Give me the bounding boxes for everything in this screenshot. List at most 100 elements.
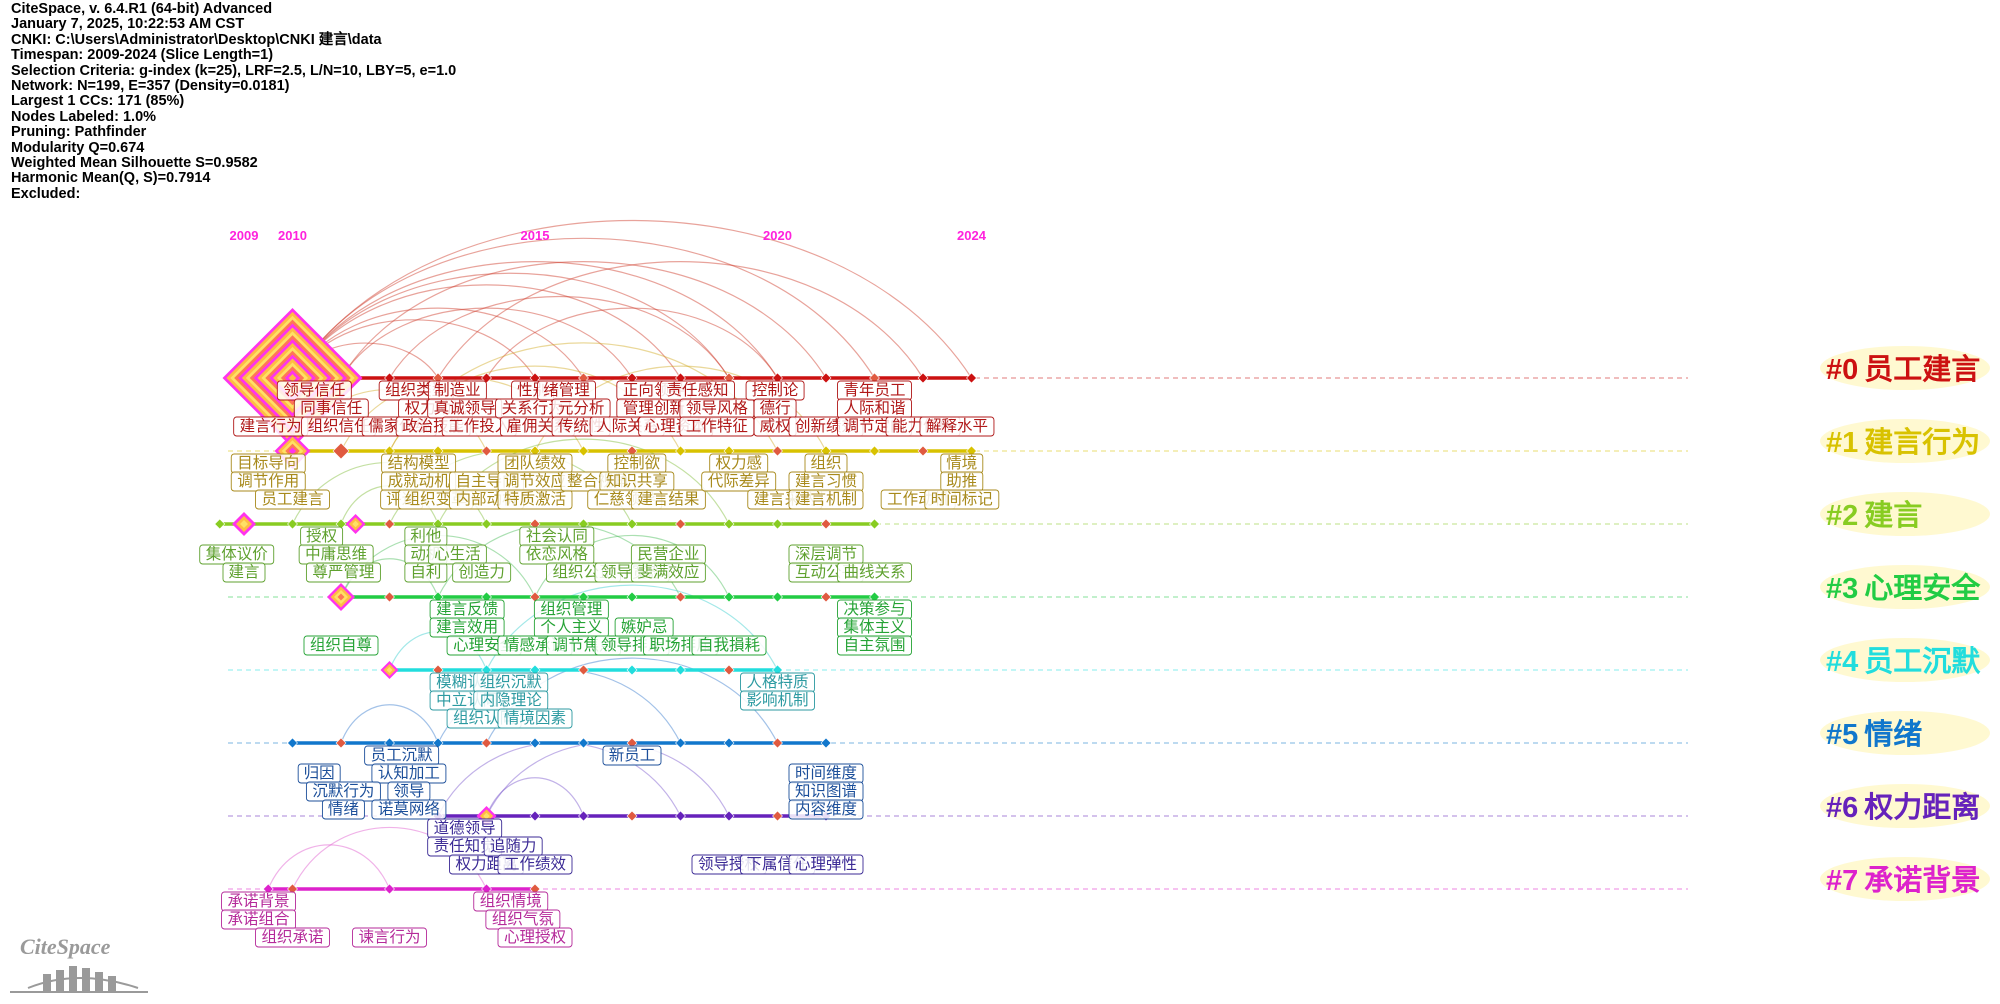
keyword-label[interactable]: 自我損耗	[698, 636, 760, 654]
keyword-label[interactable]: 依恋风格	[526, 544, 589, 563]
keyword-label[interactable]: 同事信任	[300, 399, 362, 417]
keyword-label[interactable]: 权力感	[715, 454, 762, 472]
keyword-label[interactable]: 威权	[760, 417, 791, 435]
keyword-label[interactable]: 民营企业	[637, 545, 699, 563]
keyword-label[interactable]: 情境因素	[504, 708, 566, 727]
keyword-node[interactable]	[578, 445, 589, 457]
keyword-node[interactable]	[529, 737, 541, 749]
keyword-node[interactable]	[966, 372, 977, 384]
keyword-node[interactable]	[675, 737, 686, 749]
keyword-node[interactable]	[626, 591, 638, 603]
keyword-node[interactable]	[578, 737, 589, 749]
keyword-label[interactable]: 组织气氛	[492, 910, 554, 928]
keyword-label[interactable]: 特质激活	[504, 490, 566, 508]
keyword-label[interactable]: 自主氛围	[843, 636, 905, 654]
keyword-label[interactable]: 组织情境	[480, 891, 542, 910]
keyword-node[interactable]	[578, 664, 589, 676]
keyword-node[interactable]	[384, 518, 395, 530]
keyword-label[interactable]: 情绪	[328, 800, 359, 818]
keyword-label[interactable]: 建言机制	[795, 490, 857, 508]
keyword-node[interactable]	[578, 810, 589, 822]
keyword-node[interactable]	[723, 664, 735, 676]
keyword-label[interactable]: 利他	[410, 527, 441, 545]
keyword-node[interactable]	[335, 737, 347, 749]
keyword-label[interactable]: 谏言行为	[358, 928, 420, 946]
keyword-label[interactable]: 关系行为	[502, 399, 564, 417]
keyword-node[interactable]	[723, 810, 735, 822]
keyword-node[interactable]	[820, 591, 832, 603]
keyword-label[interactable]: 德行	[760, 399, 791, 417]
keyword-label[interactable]: 人格特质	[746, 673, 808, 691]
keyword-label[interactable]: 员工建言	[261, 490, 323, 508]
keyword-label[interactable]: 承诺组合	[228, 910, 291, 928]
keyword-label[interactable]: 沉默行为	[312, 782, 374, 800]
keyword-label[interactable]: 内容维度	[795, 800, 857, 818]
keyword-label[interactable]: 内隐理论	[480, 691, 543, 709]
keyword-label[interactable]: 集体议价	[206, 545, 269, 563]
keyword-label[interactable]: 助推	[946, 472, 977, 490]
keyword-label[interactable]: 组织承诺	[261, 928, 323, 946]
keyword-node[interactable]	[287, 518, 298, 530]
keyword-label[interactable]: 时间维度	[795, 764, 857, 782]
keyword-node[interactable]	[529, 810, 541, 822]
keyword-node[interactable]	[626, 664, 638, 676]
keyword-label[interactable]: 深层调节	[795, 545, 857, 563]
keyword-label[interactable]: 认知加工	[378, 764, 440, 782]
keyword-node[interactable]	[820, 737, 832, 749]
keyword-label[interactable]: 组织沉默	[480, 673, 543, 691]
keyword-node[interactable]	[675, 445, 686, 457]
keyword-node[interactable]	[384, 883, 395, 895]
keyword-label[interactable]: 组织自尊	[310, 636, 372, 654]
keyword-label[interactable]: 中庸思维	[305, 544, 367, 563]
keyword-label[interactable]: 组织管理	[540, 600, 602, 618]
keyword-node[interactable]	[481, 445, 492, 457]
keyword-label[interactable]: 知识共享	[606, 472, 668, 490]
keyword-label[interactable]: 解释水平	[926, 417, 988, 435]
keyword-label[interactable]: 集体主义	[843, 618, 905, 636]
keyword-node[interactable]	[723, 518, 735, 530]
keyword-label[interactable]: 调节效应	[504, 471, 566, 490]
keyword-node[interactable]	[675, 518, 686, 530]
keyword-label[interactable]: 尊严管理	[312, 563, 374, 581]
keyword-label[interactable]: 道德领导	[434, 819, 496, 837]
keyword-label[interactable]: 建言反馈	[436, 600, 498, 618]
keyword-label[interactable]: 员工沉默	[371, 746, 434, 764]
keyword-label[interactable]: 结构模型	[388, 454, 450, 472]
keyword-label[interactable]: 工作投入	[448, 417, 510, 435]
keyword-label[interactable]: 真诚领导	[434, 399, 496, 417]
keyword-label[interactable]: 制造业	[434, 381, 481, 399]
keyword-label[interactable]: 建言结果	[637, 490, 699, 508]
keyword-node[interactable]	[481, 737, 492, 749]
keyword-node[interactable]	[917, 372, 929, 384]
keyword-node[interactable]	[820, 518, 832, 530]
keyword-label[interactable]: 新员工	[609, 746, 656, 764]
keyword-label[interactable]: 调节作用	[237, 472, 299, 490]
keyword-label[interactable]: 建言行为	[240, 417, 302, 435]
keyword-label[interactable]: 自利	[410, 563, 441, 581]
keyword-label[interactable]: 时间标记	[931, 490, 993, 508]
keyword-node[interactable]	[869, 518, 880, 530]
keyword-node[interactable]	[481, 518, 492, 530]
keyword-label[interactable]: 个人主义	[540, 618, 602, 636]
keyword-label[interactable]: 团队绩效	[504, 454, 566, 472]
keyword-label[interactable]: 心理授权	[504, 928, 566, 946]
keyword-label[interactable]: 知识图谱	[795, 782, 857, 800]
keyword-node[interactable]	[675, 810, 686, 822]
keyword-label[interactable]: 组织信任	[308, 417, 370, 435]
keyword-node[interactable]	[723, 737, 735, 749]
keyword-label[interactable]: 工作特征	[686, 417, 748, 435]
keyword-node[interactable]	[772, 518, 783, 530]
keyword-node[interactable]	[675, 664, 686, 676]
keyword-node[interactable]	[384, 591, 395, 603]
keyword-node[interactable]	[772, 737, 783, 749]
keyword-label[interactable]: 目标导向	[237, 454, 299, 472]
keyword-label[interactable]: 控制欲	[614, 454, 661, 472]
keyword-label[interactable]: 建言效用	[436, 618, 498, 636]
keyword-label[interactable]: 诺莫网络	[378, 800, 440, 818]
